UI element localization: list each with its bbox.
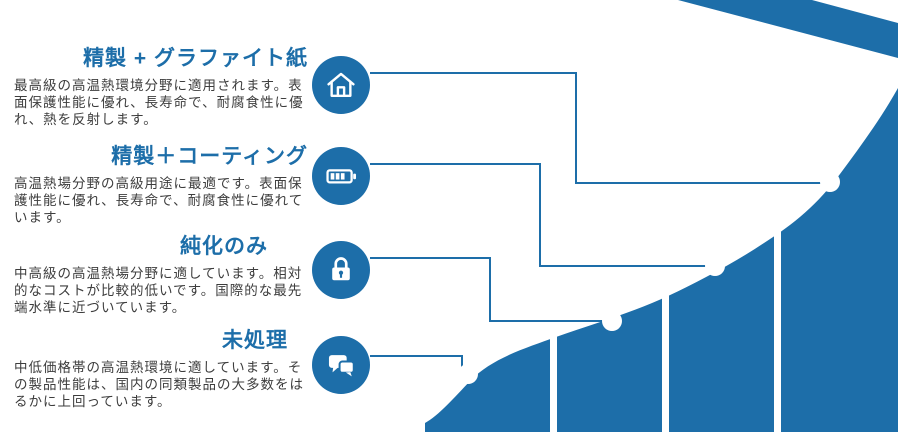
tier-4: 未処理 中低価格帯の高温熱環境に適しています。その製品性能は、国内の同類製品の大… <box>14 328 310 410</box>
connector-line-1 <box>370 72 824 184</box>
chart-divider <box>774 140 781 432</box>
tier-4-description: 中低価格帯の高温熱環境に適しています。その製品性能は、国内の同類製品の大多数をは… <box>14 360 304 409</box>
area-chart <box>425 88 898 432</box>
tier-2: 精製＋コーティング 高温熱場分野の高級用途に最適です。表面保護性能に優れ、長寿命… <box>14 144 310 226</box>
tier-1: 精製 + グラファイト紙 最高級の高温熱環境分野に適用されます。表面保護性能に優… <box>14 46 310 128</box>
connector-line-4 <box>370 355 463 370</box>
chart-marker-3 <box>705 256 725 276</box>
connector-line-3 <box>370 257 604 322</box>
chat-glyph <box>328 355 355 377</box>
tier-3-description: 中高級の高温熱場分野に適しています。相対的なコストが比較的低いです。国際的な最先… <box>14 266 303 315</box>
lock-glyph <box>332 257 350 281</box>
battery-icon <box>312 147 370 205</box>
chart-divider <box>550 140 557 432</box>
chart-marker-2 <box>602 311 622 331</box>
home-icon <box>312 56 370 114</box>
chart-divider <box>662 140 669 432</box>
tier-1-description: 最高級の高温熱環境分野に適用されます。表面保護性能に優れ、長寿命で、耐腐食性に優… <box>14 78 304 127</box>
chart-marker-4 <box>820 172 840 192</box>
lock-icon <box>312 241 370 299</box>
tier-3-title: 純化のみ <box>180 235 268 258</box>
tier-1-title: 精製 + グラファイト紙 <box>83 47 308 70</box>
battery-glyph <box>326 169 357 184</box>
tier-3: 純化のみ 中高級の高温熱場分野に適しています。相対的なコストが比較的低いです。国… <box>14 234 310 316</box>
tier-4-title: 未処理 <box>222 329 288 352</box>
home-glyph <box>327 72 355 97</box>
connector-line-2 <box>370 163 708 267</box>
corner-ribbon <box>678 0 898 58</box>
chart-marker-1 <box>458 364 478 384</box>
chat-icon <box>312 336 370 394</box>
tier-2-title: 精製＋コーティング <box>111 145 308 168</box>
tier-2-description: 高温熱場分野の高級用途に最適です。表面保護性能に優れ、長寿命で、耐腐食性に優れて… <box>14 176 304 225</box>
